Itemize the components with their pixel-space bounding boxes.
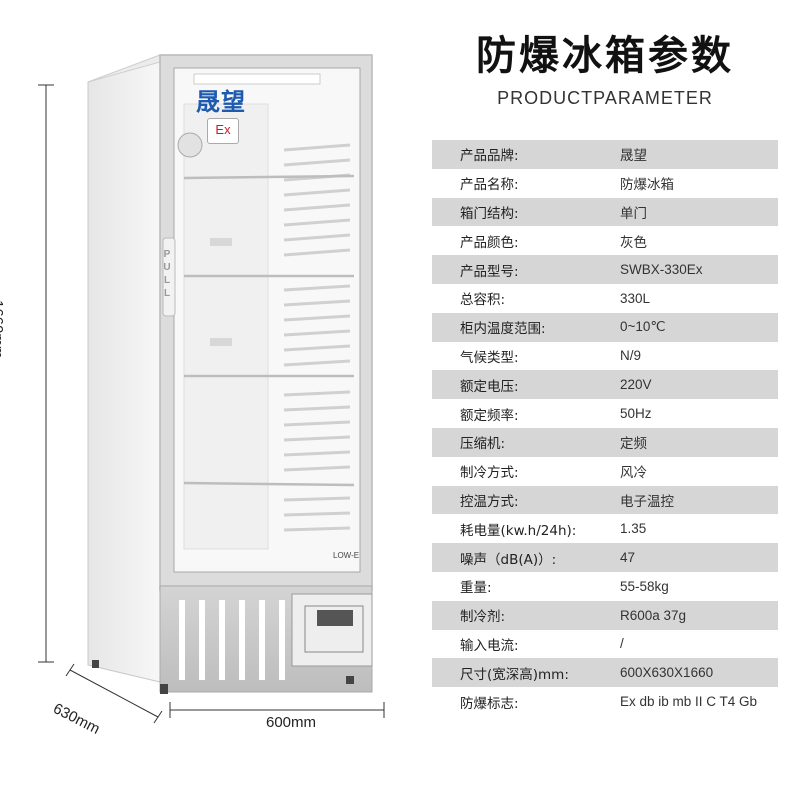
door-handle xyxy=(162,237,176,317)
spec-value: 风冷 xyxy=(620,465,647,481)
spec-label: 尺寸(宽深高)mm: xyxy=(460,666,569,683)
spec-value: 50Hz xyxy=(620,406,652,422)
fridge-foot xyxy=(92,660,99,668)
spec-value: 0~10℃ xyxy=(620,319,666,335)
spec-value: R600a 37g xyxy=(620,607,687,623)
rear-vent xyxy=(210,338,232,346)
spec-row: 产品品牌: 晟望 xyxy=(432,140,778,169)
fan-icon xyxy=(177,132,203,158)
spec-label: 产品名称: xyxy=(460,177,519,194)
spec-row: 产品名称: 防爆冰箱 xyxy=(432,168,778,198)
spec-value: 600X630X1660 xyxy=(620,665,714,681)
spec-value: 单门 xyxy=(620,205,647,221)
spec-row: 制冷方式: 风冷 xyxy=(432,456,778,486)
spec-row: 控温方式: 电子温控 xyxy=(432,485,778,515)
base-grille xyxy=(179,600,285,680)
spec-row: 防爆标志: Ex db ib mb II C T4 Gb xyxy=(432,687,778,716)
spec-row: 产品型号: SWBX-330Ex xyxy=(432,255,778,284)
spec-row: 噪声（dB(A)）: 47 xyxy=(432,543,778,572)
top-light xyxy=(193,73,321,85)
width-dimension: 600mm xyxy=(266,714,317,731)
spec-value: 定频 xyxy=(620,436,647,452)
shelves xyxy=(183,174,355,487)
spec-row: 输入电流: / xyxy=(432,629,778,659)
spec-value: N/9 xyxy=(620,348,642,364)
brand-logo: 晟望 xyxy=(196,88,246,116)
spec-table: 产品品牌: 晟望产品名称: 防爆冰箱箱门结构: 单门产品颜色: 灰色产品型号: SWBX-… xyxy=(432,140,778,716)
spec-value: 防爆冰箱 xyxy=(620,177,674,193)
spec-label: 额定频率: xyxy=(460,407,519,424)
spec-label: 制冷方式: xyxy=(460,465,519,482)
height-dimension: 1660mm xyxy=(0,300,6,359)
spec-row: 箱门结构: 单门 xyxy=(432,197,778,227)
ex-badge: Ex xyxy=(207,118,239,144)
spec-label: 额定电压: xyxy=(460,378,519,395)
spec-row: 压缩机: 定频 xyxy=(432,427,778,457)
spec-label: 箱门结构: xyxy=(460,205,519,222)
spec-value: 47 xyxy=(620,550,636,566)
spec-label: 产品品牌: xyxy=(460,148,519,165)
spec-value: 1.35 xyxy=(620,521,647,537)
spec-label: 气候类型: xyxy=(460,349,519,366)
spec-row: 总容积: 330L xyxy=(432,283,778,313)
spec-label: 噪声（dB(A)）: xyxy=(460,551,557,568)
spec-value: 330L xyxy=(620,290,651,306)
spec-value: / xyxy=(620,636,624,652)
fridge-side xyxy=(87,54,161,683)
spec-row: 产品颜色: 灰色 xyxy=(432,226,778,256)
spec-value: 灰色 xyxy=(620,234,647,250)
spec-row: 制冷剂: R600a 37g xyxy=(432,600,778,630)
spec-row: 额定电压: 220V xyxy=(432,370,778,400)
spec-row: 重量: 55-58kg xyxy=(432,571,778,601)
fridge-foot xyxy=(160,684,168,694)
spec-label: 耗电量(kw.h/24h): xyxy=(460,522,577,539)
spec-value: 电子温控 xyxy=(620,493,674,509)
page-subtitle: PRODUCTPARAMETER xyxy=(497,88,713,108)
spec-row: 柜内温度范围: 0~10℃ xyxy=(432,312,778,342)
spec-label: 重量: xyxy=(460,580,492,597)
spec-row: 气候类型: N/9 xyxy=(432,341,778,371)
spec-label: 总容积: xyxy=(460,292,506,309)
spec-value: SWBX-330Ex xyxy=(620,262,703,278)
spec-label: 控温方式: xyxy=(460,493,519,510)
dimension-lines xyxy=(38,84,385,724)
spec-label: 制冷剂: xyxy=(460,609,506,626)
spec-label: 柜内温度范围: xyxy=(460,321,546,338)
page-title: 防爆冰箱参数 xyxy=(476,33,734,79)
spec-row: 尺寸(宽深高)mm: 600X630X1660 xyxy=(432,658,778,688)
spec-value: Ex db ib mb II C T4 Gb xyxy=(620,694,758,710)
spec-row: 耗电量(kw.h/24h): 1.35 xyxy=(432,514,778,544)
control-plate xyxy=(304,605,364,653)
spec-value: 55-58kg xyxy=(620,578,669,594)
control-display xyxy=(317,610,353,626)
glass-label: LOW-E xyxy=(333,551,360,560)
spec-value: 晟望 xyxy=(620,148,647,164)
spec-value: 220V xyxy=(620,377,652,393)
spec-label: 产品型号: xyxy=(460,263,519,280)
spec-label: 产品颜色: xyxy=(460,234,519,251)
control-box xyxy=(291,593,373,667)
spec-label: 压缩机: xyxy=(460,436,506,453)
fridge-foot xyxy=(346,676,354,684)
spec-row: 额定频率: 50Hz xyxy=(432,399,778,428)
fridge-illustration xyxy=(38,54,385,724)
rear-vent xyxy=(210,238,232,246)
spec-label: 输入电流: xyxy=(460,637,519,654)
spec-label: 防爆标志: xyxy=(460,695,519,712)
